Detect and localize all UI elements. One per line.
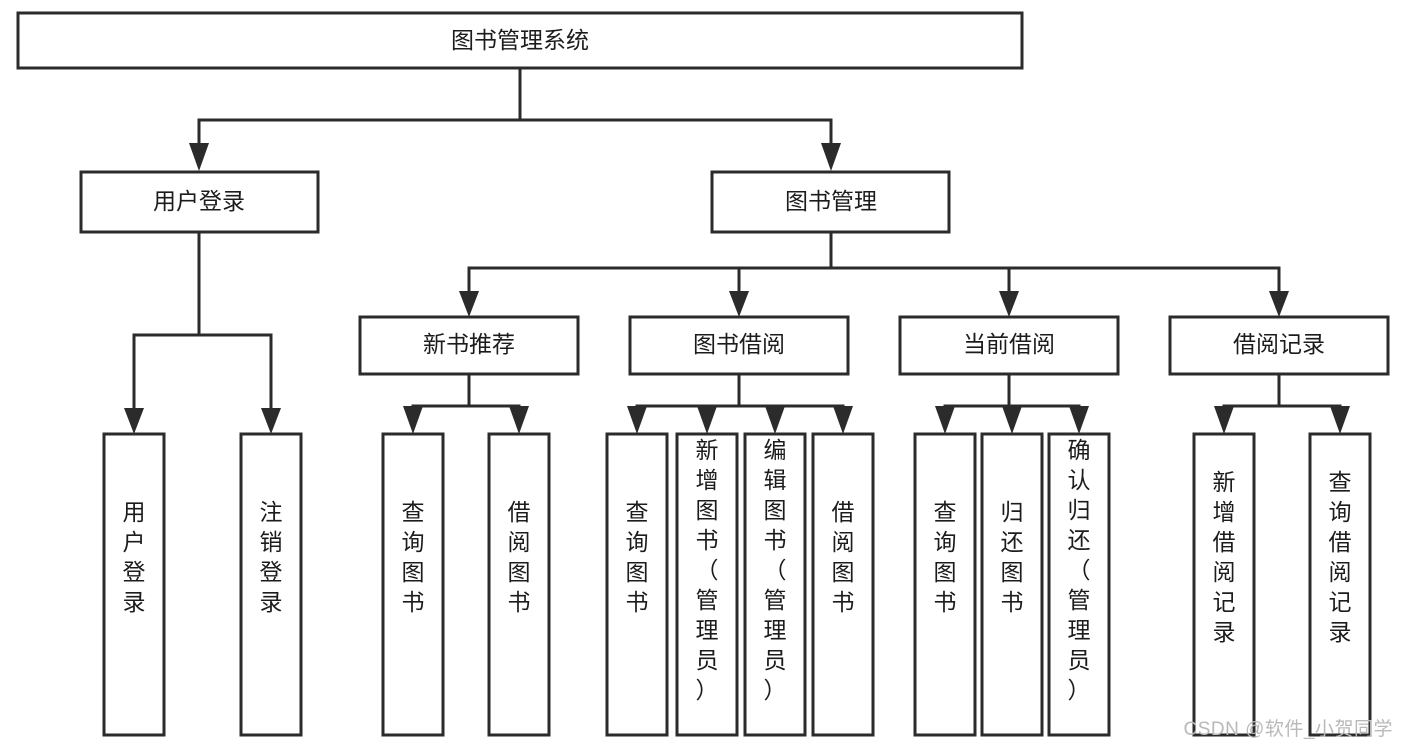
- arrow-head-nbr-leaf2: [509, 406, 529, 434]
- node-book-borrow[interactable]: 图书借阅: [628, 315, 850, 376]
- node-book-borrow-label: 图书借阅: [693, 331, 785, 357]
- leaf-return-book-box[interactable]: [980, 432, 1044, 737]
- leaf-logout-box[interactable]: [239, 432, 303, 737]
- arrow-head-leaf-user-login: [124, 408, 144, 434]
- node-book-management-label: 图书管理: [785, 188, 877, 214]
- arrow-head-br-leaf1: [1214, 406, 1234, 434]
- leaf-add-book-label: 新增图书（管理员）: [696, 437, 719, 703]
- leaf-add-borrow-record-label: 新增借阅记录: [1213, 469, 1236, 645]
- leaf-node[interactable]: 新增借阅记录: [1192, 432, 1256, 737]
- leaf-query-book-nbr-box[interactable]: [381, 432, 445, 737]
- arrow-head-new-book-rec: [459, 291, 479, 317]
- node-new-book-recommend-box[interactable]: [358, 315, 580, 376]
- arrow-head-user-login: [189, 143, 209, 171]
- arrow-head-bb-leaf3: [765, 406, 785, 434]
- leaf-node[interactable]: 查询图书: [605, 432, 669, 737]
- leaf-node[interactable]: 新增图书（管理员）: [675, 432, 739, 737]
- leaf-add-borrow-record-box[interactable]: [1192, 432, 1256, 737]
- leaf-query-borrow-record-label: 查询借阅记录: [1329, 469, 1352, 645]
- arrow-head-br-leaf2: [1330, 406, 1350, 434]
- leaf-query-book-cb-box[interactable]: [913, 432, 977, 737]
- node-new-book-recommend[interactable]: 新书推荐: [358, 315, 580, 376]
- leaf-borrow-book-nbr-label: 借阅图书: [508, 499, 531, 615]
- arrow-head-leaf-logout: [261, 408, 281, 434]
- leaf-node[interactable]: 注销登录: [239, 432, 303, 737]
- node-user-login-label: 用户登录: [153, 188, 245, 214]
- leaf-confirm-return-box[interactable]: [1047, 432, 1111, 737]
- leaf-user-login-label: 用户登录: [123, 499, 146, 615]
- leaf-query-book-bb-box[interactable]: [605, 432, 669, 737]
- arrow-head-book-mgmt: [821, 143, 841, 171]
- leaf-node[interactable]: 确认归还（管理员）: [1047, 432, 1111, 737]
- leaf-node[interactable]: 查询图书: [381, 432, 445, 737]
- node-user-login[interactable]: 用户登录: [79, 170, 320, 234]
- arrow-head-bb-leaf2: [697, 406, 717, 434]
- leaf-node[interactable]: 用户登录: [102, 432, 166, 737]
- leaf-node[interactable]: 编辑图书（管理员）: [743, 432, 807, 737]
- arrow-head-cb-leaf1: [935, 406, 955, 434]
- arrow-head-cb-leaf2: [1002, 406, 1022, 434]
- leaf-node[interactable]: 借阅图书: [487, 432, 551, 737]
- node-current-borrow-label: 当前借阅: [963, 331, 1055, 357]
- leaf-node[interactable]: 归还图书: [980, 432, 1044, 737]
- node-root-label: 图书管理系统: [451, 27, 589, 53]
- arrow-head-bb-leaf1: [627, 406, 647, 434]
- leaf-user-login-box[interactable]: [102, 432, 166, 737]
- node-user-login-box[interactable]: [79, 170, 320, 234]
- node-current-borrow-box[interactable]: [898, 315, 1120, 376]
- leaf-logout-label: 注销登录: [260, 499, 283, 615]
- arrow-head-cb-leaf3: [1069, 406, 1089, 434]
- arrow-head-book-borrow: [729, 291, 749, 317]
- leaf-add-book-box[interactable]: [675, 432, 739, 737]
- leaf-borrow-book-bb-label: 借阅图书: [832, 499, 855, 615]
- leaf-edit-book-box[interactable]: [743, 432, 807, 737]
- leaf-query-book-bb-label: 查询图书: [626, 499, 649, 615]
- node-book-borrow-box[interactable]: [628, 315, 850, 376]
- arrow-head-bb-leaf4: [833, 406, 853, 434]
- node-current-borrow[interactable]: 当前借阅: [898, 315, 1120, 376]
- arrow-head-borrow-record: [1269, 291, 1289, 317]
- leaf-node[interactable]: 查询图书: [913, 432, 977, 737]
- leaf-confirm-return-label: 确认归还（管理员）: [1068, 437, 1091, 703]
- leaf-borrow-book-bb-box[interactable]: [811, 432, 875, 737]
- arrow-head-current-borrow: [999, 291, 1019, 317]
- node-new-book-recommend-label: 新书推荐: [423, 331, 515, 357]
- arrow-head-nbr-leaf1: [403, 406, 423, 434]
- node-borrow-record[interactable]: 借阅记录: [1168, 315, 1390, 376]
- leaf-query-borrow-record-box[interactable]: [1308, 432, 1372, 737]
- node-root[interactable]: 图书管理系统: [16, 11, 1024, 70]
- node-borrow-record-label: 借阅记录: [1233, 331, 1325, 357]
- node-book-management-box[interactable]: [710, 170, 951, 234]
- node-root-box[interactable]: [16, 11, 1024, 70]
- leaf-query-book-cb-label: 查询图书: [934, 499, 957, 615]
- leaf-node[interactable]: 查询借阅记录: [1308, 432, 1372, 737]
- leaf-borrow-book-nbr-box[interactable]: [487, 432, 551, 737]
- leaf-edit-book-label: 编辑图书（管理员）: [764, 437, 787, 703]
- csdn-watermark: CSDN @软件_小贺同学: [1183, 719, 1393, 740]
- leaf-query-book-nbr-label: 查询图书: [402, 499, 425, 615]
- connector-layer: [124, 66, 1350, 434]
- leaf-node[interactable]: 借阅图书: [811, 432, 875, 737]
- node-borrow-record-box[interactable]: [1168, 315, 1390, 376]
- leaf-return-book-label: 归还图书: [1001, 499, 1024, 615]
- node-book-management[interactable]: 图书管理: [710, 170, 951, 234]
